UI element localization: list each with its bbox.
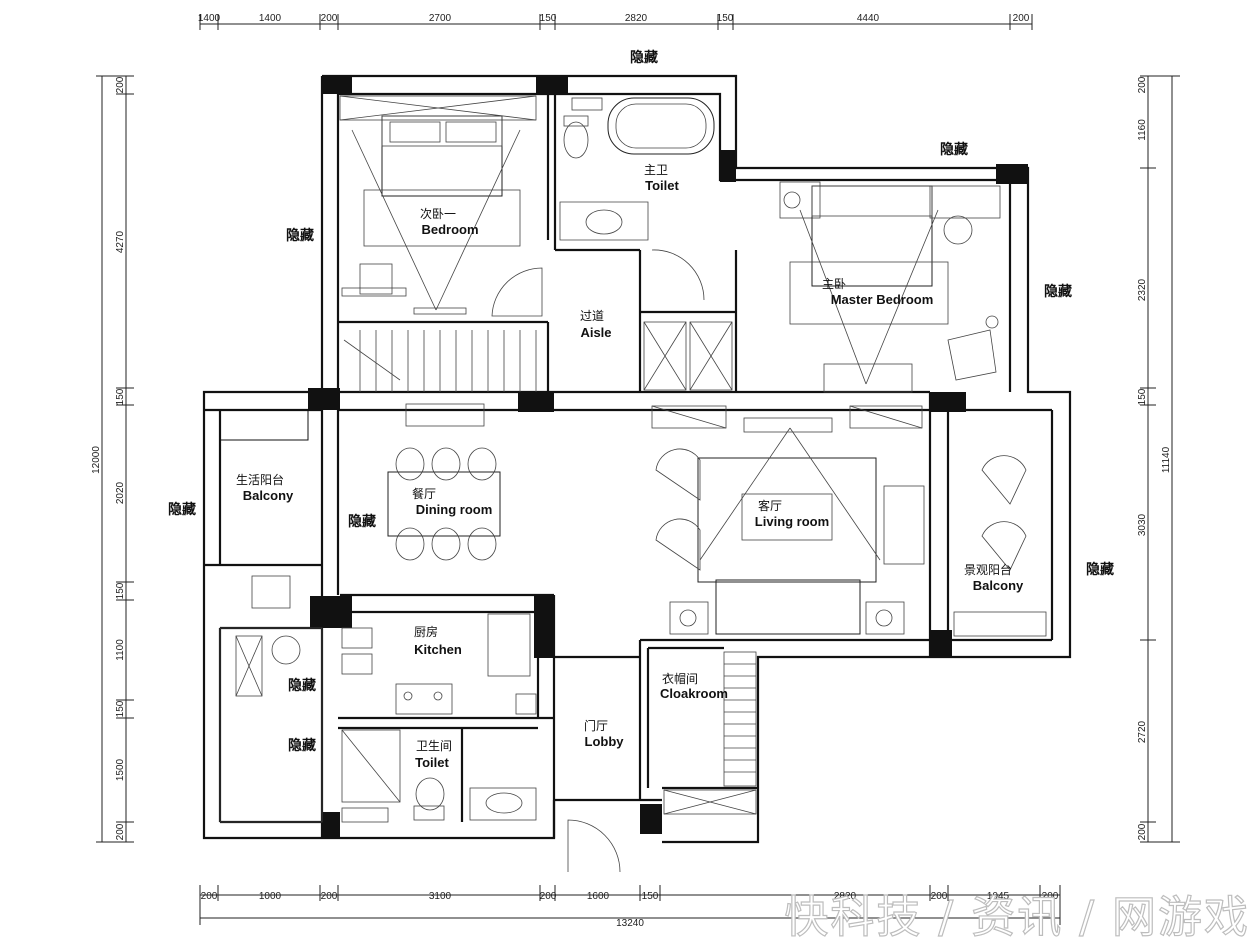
dim-right-1: 1160 (1137, 119, 1148, 141)
dim-left-0: 200 (115, 76, 126, 93)
label-aisle-en: Aisle (580, 325, 611, 340)
dim-top-4: 150 (540, 13, 557, 24)
dim-bottom-6: 150 (642, 891, 659, 902)
label-balcony-west-zh: 生活阳台 (236, 472, 284, 487)
label-aisle-zh: 过道 (580, 309, 604, 323)
dim-right-0: 200 (1137, 76, 1148, 93)
dim-left-7: 1500 (115, 758, 126, 781)
label-kitchen-en: Kitchen (414, 642, 462, 657)
dim-right-2: 2320 (1137, 278, 1148, 301)
dim-top-6: 150 (717, 13, 734, 24)
dim-left-total: 12000 (91, 446, 102, 474)
label-balcony-west-en: Balcony (243, 488, 294, 503)
dim-left-8: 200 (115, 823, 126, 840)
dimension-labels-left: 200 4270 150 2020 150 1100 150 1500 200 … (91, 76, 126, 840)
dim-top-8: 200 (1013, 13, 1030, 24)
dim-left-1: 4270 (115, 230, 126, 253)
dim-bottom-7: 2820 (834, 891, 857, 902)
dim-bottom-total: 13240 (616, 918, 644, 929)
dim-right-5: 2720 (1137, 720, 1148, 743)
label-master-toilet-en: Toilet (645, 178, 679, 193)
label-master-toilet-zh: 主卫 (644, 163, 668, 177)
label-bedroom-en: Bedroom (421, 222, 478, 237)
watermark: 快科技 / 资讯 / 网游戏 (784, 892, 1250, 943)
dim-right-total: 11140 (1161, 446, 1172, 473)
hidden-tags: 隐藏 隐藏 隐藏 隐藏 隐藏 隐藏 隐藏 隐藏 隐藏 (168, 49, 1114, 753)
tag-east-balcony: 隐藏 (1086, 561, 1114, 577)
dim-top-7: 4440 (857, 13, 880, 24)
dim-top-1: 1400 (259, 13, 282, 24)
dim-left-2: 150 (115, 388, 126, 405)
dimension-labels-right: 200 1160 2320 150 3030 2720 200 11140 (1137, 76, 1172, 840)
tag-top-right: 隐藏 (940, 141, 968, 157)
dim-bottom-2: 200 (321, 891, 338, 902)
label-master-bedroom-en: Master Bedroom (831, 292, 934, 307)
dim-left-3: 2020 (115, 481, 126, 504)
label-balcony-east-zh: 景观阳台 (964, 562, 1012, 577)
tag-storage-2: 隐藏 (288, 737, 316, 753)
dim-bottom-0: 200 (201, 891, 218, 902)
label-cloakroom-en: Cloakroom (660, 686, 728, 701)
dim-left-4: 150 (115, 582, 126, 599)
dim-top-0: 1400 (198, 13, 221, 24)
dim-bottom-8: 200 (931, 891, 948, 902)
walls (202, 74, 1072, 844)
dim-bottom-3: 3100 (429, 891, 452, 902)
label-guest-toilet-zh: 卫生间 (416, 739, 452, 753)
room-labels: 次卧一 Bedroom 主卫 Toilet 主卧 Master Bedroom … (236, 163, 1024, 770)
tag-top: 隐藏 (630, 49, 658, 65)
label-dining-zh: 餐厅 (412, 486, 436, 501)
dim-bottom-10: 200 (1042, 891, 1059, 902)
furniture (219, 95, 1047, 873)
structural-columns (308, 76, 1028, 838)
label-cloakroom-zh: 衣帽间 (662, 671, 698, 686)
tag-storage-1: 隐藏 (288, 677, 316, 693)
dim-top-2: 200 (321, 13, 338, 24)
tag-west-balcony: 隐藏 (168, 501, 196, 517)
label-kitchen-zh: 厨房 (414, 624, 438, 639)
dim-top-3: 2700 (429, 13, 452, 24)
label-bedroom-zh: 次卧一 (420, 207, 456, 221)
label-balcony-east-en: Balcony (973, 578, 1024, 593)
dim-right-4: 3030 (1137, 513, 1148, 536)
label-lobby-zh: 门厅 (584, 718, 608, 733)
dim-bottom-4: 200 (540, 891, 557, 902)
dim-top-5: 2820 (625, 13, 648, 24)
dimension-lines (96, 14, 1180, 925)
label-master-bedroom-zh: 主卧 (822, 277, 846, 291)
dimension-labels-bottom: 200 1000 200 3100 200 1600 150 2820 200 … (201, 891, 1059, 929)
dim-bottom-9: 1045 (987, 891, 1010, 902)
dim-right-3: 150 (1137, 388, 1148, 405)
tag-bedroom-left: 隐藏 (286, 227, 314, 243)
dim-bottom-1: 1000 (259, 891, 282, 902)
dim-left-5: 1100 (115, 639, 126, 661)
label-lobby-en: Lobby (585, 734, 625, 749)
dim-bottom-5: 1600 (587, 891, 610, 902)
label-living-en: Living room (755, 514, 829, 529)
dim-right-6: 200 (1137, 823, 1148, 840)
label-dining-en: Dining room (416, 502, 493, 517)
dim-left-6: 150 (115, 700, 126, 717)
label-guest-toilet-en: Toilet (415, 755, 449, 770)
tag-dining: 隐藏 (348, 513, 376, 529)
label-living-zh: 客厅 (758, 498, 782, 513)
tag-master-right: 隐藏 (1044, 283, 1072, 299)
dimension-labels-top: 1400 1400 200 2700 150 2820 150 4440 200 (198, 13, 1030, 24)
